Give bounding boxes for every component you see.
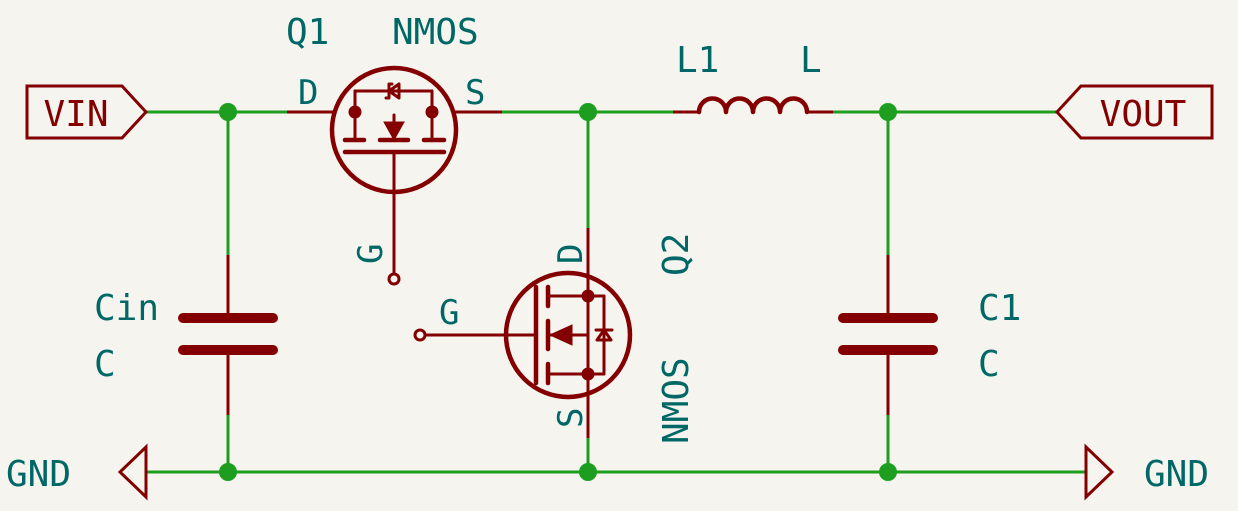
junction-dot — [219, 463, 237, 481]
q2-diode-triangle — [595, 328, 613, 342]
q1-pin-dot — [425, 105, 439, 119]
q2-pin-dot — [581, 367, 595, 381]
junction-dot — [879, 103, 897, 121]
q2-drain-label: D — [551, 244, 591, 264]
q1-gate-label: G — [351, 244, 391, 264]
cin-ref: Cin — [94, 288, 159, 329]
junction-dot — [879, 463, 897, 481]
q1-gate-terminal — [387, 272, 401, 286]
vin-port[interactable]: VIN — [25, 84, 149, 140]
vout-port-label: VOUT — [1100, 94, 1187, 135]
cin-value: C — [94, 344, 116, 385]
q1-ref: Q1 — [286, 12, 329, 53]
l1-ref: L1 — [676, 40, 719, 81]
wires — [144, 110, 1088, 474]
q1-value: NMOS — [392, 12, 479, 53]
junction-dot — [579, 463, 597, 481]
gnd-right-arrow-icon — [1084, 443, 1115, 501]
junctions — [219, 103, 897, 481]
cin-capacitor[interactable]: Cin C — [94, 255, 278, 415]
q2-pin-dot — [581, 289, 595, 303]
q2-source-label: S — [551, 408, 591, 428]
l1-value: L — [800, 40, 822, 81]
gnd-right-label: GND — [1144, 454, 1209, 495]
q1-diode-bar — [384, 82, 394, 100]
c1-capacitor[interactable]: C1 C — [838, 255, 1021, 415]
gnd-right-symbol[interactable]: GND — [1084, 443, 1209, 501]
gnd-left-symbol[interactable]: GND — [6, 443, 148, 501]
q2-gate-label: G — [439, 293, 459, 333]
l1-inductor[interactable]: L1 L — [673, 40, 833, 115]
gnd-left-arrow-icon — [117, 443, 148, 501]
q1-nmos[interactable]: Q1 NMOS D S G — [286, 12, 502, 286]
q1-source-label: S — [465, 73, 485, 113]
q2-gate-terminal — [413, 328, 427, 342]
gnd-left-label: GND — [6, 454, 71, 495]
junction-dot — [579, 103, 597, 121]
q1-arrow — [383, 121, 405, 142]
q2-arrow — [548, 324, 573, 346]
junction-dot — [219, 103, 237, 121]
q2-value: NMOS — [656, 357, 697, 444]
l1-coil — [696, 96, 810, 115]
vin-port-label: VIN — [43, 94, 108, 135]
c1-value: C — [978, 344, 1000, 385]
q1-diode-triangle — [387, 82, 401, 100]
vout-port-outline — [1054, 84, 1214, 140]
vin-port-outline — [25, 84, 149, 140]
q1-pin-dot — [348, 105, 362, 119]
c1-ref: C1 — [978, 288, 1021, 329]
q2-ref: Q2 — [656, 233, 697, 276]
q1-drain-label: D — [298, 73, 318, 113]
q2-nmos[interactable]: Q2 NMOS D S G — [413, 228, 697, 444]
vout-port[interactable]: VOUT — [1054, 84, 1214, 140]
